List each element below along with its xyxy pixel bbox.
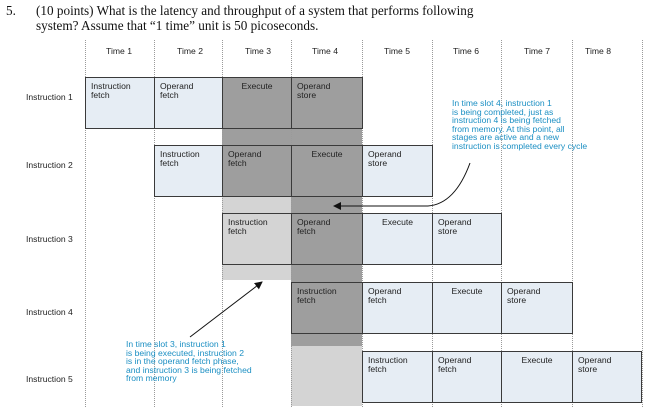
- time-slot-4-active-region: [291, 77, 362, 346]
- question-line-1-text: (10 points) What is the latency and thro…: [36, 3, 474, 18]
- time-boundary: [572, 40, 573, 407]
- time-boundary: [154, 40, 155, 407]
- annotation-arrow-diagonal: [189, 281, 263, 338]
- time-boundary: [85, 40, 86, 407]
- time-header-1: Time 1: [106, 46, 132, 56]
- question-number: 5.: [6, 3, 16, 18]
- time-slot-3-active-region: [222, 77, 291, 197]
- time-header-3: Time 3: [245, 46, 271, 56]
- instruction-label-5: Instruction 5: [26, 374, 73, 384]
- time-header-8: Time 8: [585, 46, 611, 56]
- question-line-2: system? Assume that “1 time” unit is 50 …: [36, 18, 319, 33]
- annotation-arrow-curve: [427, 162, 471, 207]
- time-header-7: Time 7: [524, 46, 550, 56]
- instruction-label-1: Instruction 1: [26, 92, 73, 102]
- instruction-label-3: Instruction 3: [26, 234, 73, 244]
- instruction-label-2: Instruction 2: [26, 160, 73, 170]
- time-header-6: Time 6: [453, 46, 479, 56]
- time-header-4: Time 4: [312, 46, 338, 56]
- time-header-5: Time 5: [384, 46, 410, 56]
- question-text: 5. (10 points) What is the latency and th…: [6, 3, 638, 33]
- instruction-label-4: Instruction 4: [26, 307, 73, 317]
- stage-cell-i5-execute: Execute: [501, 351, 573, 403]
- time-boundary: [642, 40, 643, 407]
- question-line-1: 5. (10 points) What is the latency and th…: [6, 3, 638, 18]
- stage-cell-i3-execute: Execute: [362, 213, 433, 265]
- time-header-2: Time 2: [177, 46, 203, 56]
